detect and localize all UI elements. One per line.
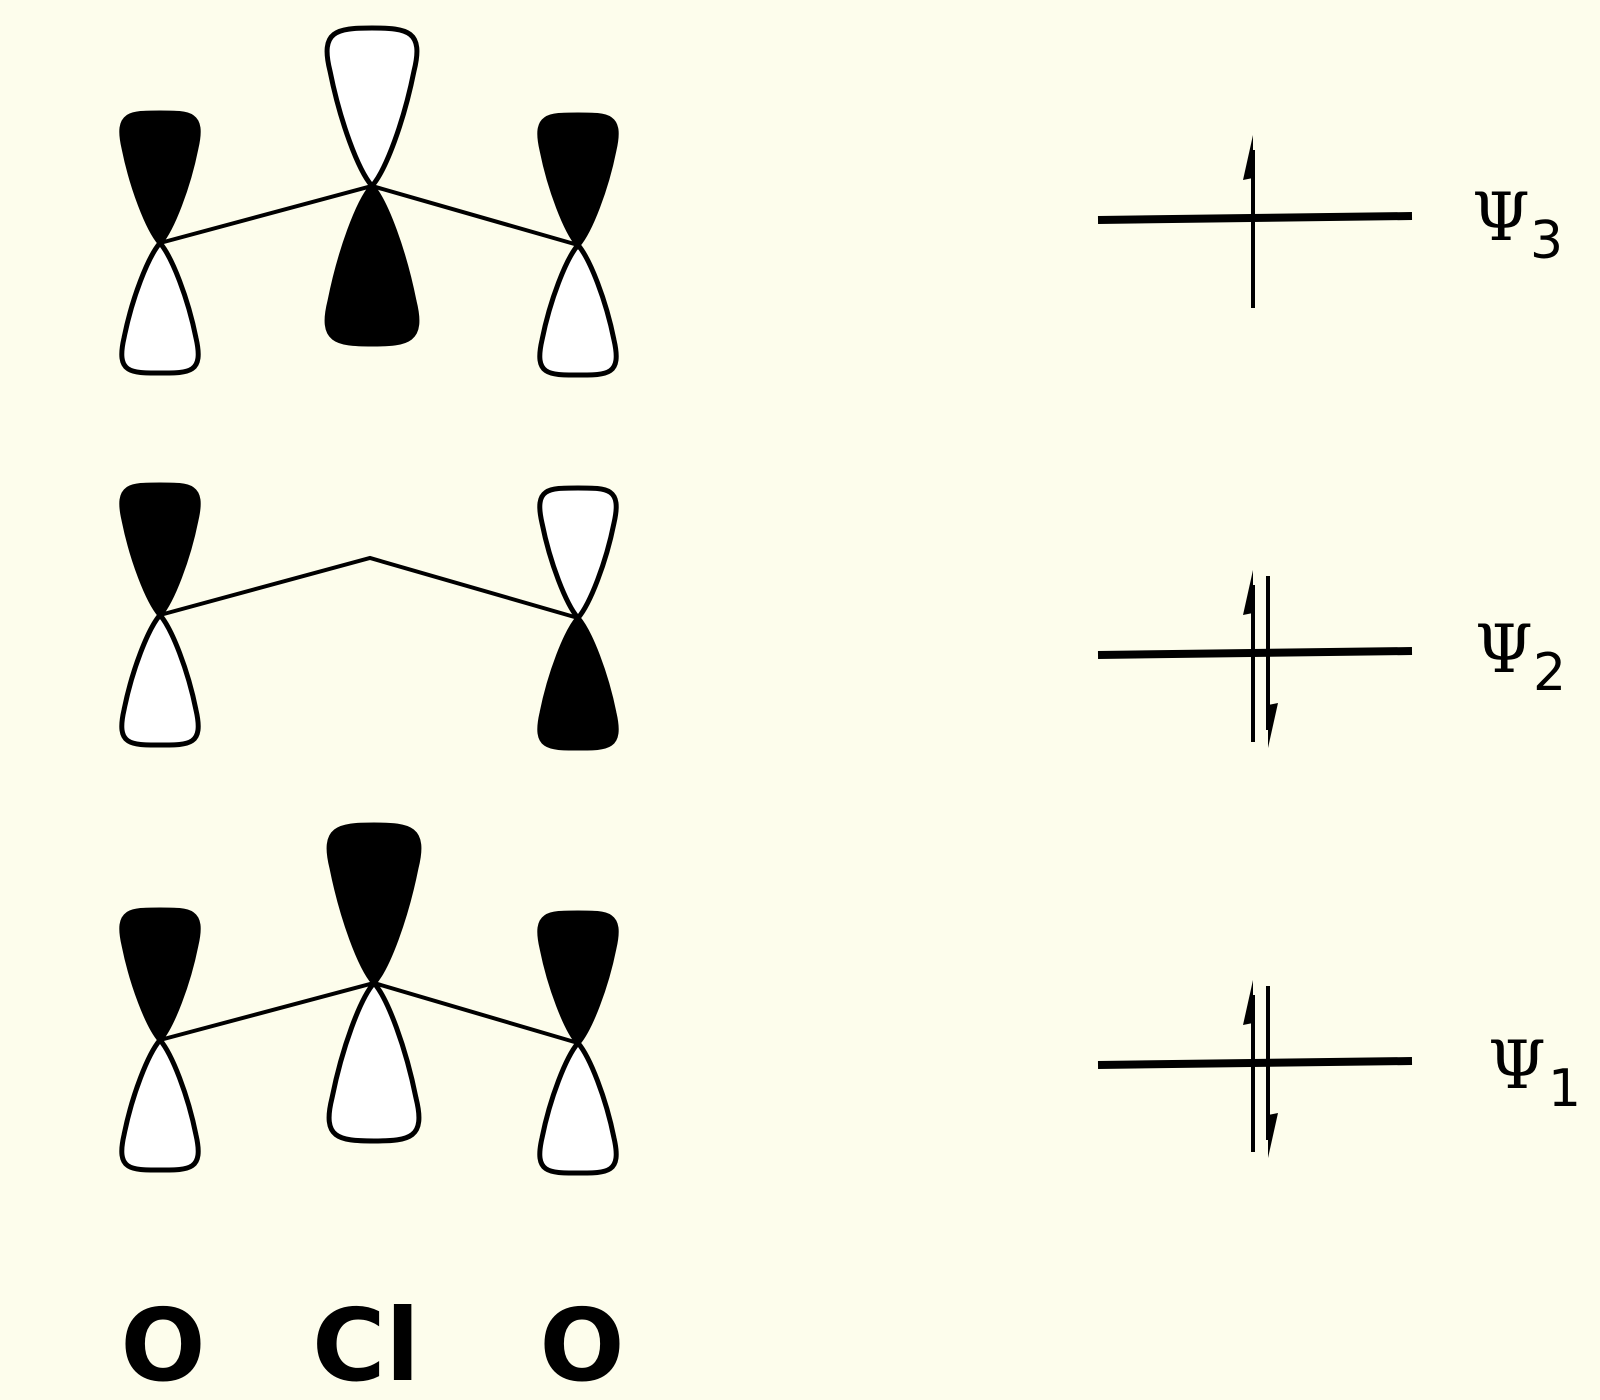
psi2-bond — [158, 555, 580, 620]
psi2-spin-up-arrow — [1243, 570, 1255, 742]
psi3-o1-top-lobe — [122, 113, 198, 243]
psi1-spin-down-arrow — [1266, 986, 1278, 1158]
psi2-energy-level — [1097, 570, 1413, 748]
psi3-orbital-drawing — [122, 28, 616, 375]
psi3-subscript: 3 — [1530, 211, 1563, 271]
psi1-energy-level — [1097, 980, 1413, 1158]
atom-label-oxygen-left: O — [120, 1287, 205, 1400]
psi1-label: Ψ 1 — [1488, 1027, 1581, 1119]
psi1-spin-up-arrow — [1243, 980, 1255, 1152]
atom-label-oxygen-right: O — [539, 1287, 624, 1400]
psi2-symbol: Ψ — [1475, 611, 1533, 688]
psi3-o1-bottom-lobe — [122, 243, 198, 373]
psi2-label: Ψ 2 — [1475, 611, 1566, 703]
psi1-o1-top-lobe — [122, 910, 198, 1040]
psi1-o2-bottom-lobe — [540, 1043, 616, 1173]
psi2-subscript: 2 — [1533, 643, 1566, 703]
psi1-o1-bottom-lobe — [122, 1040, 198, 1170]
psi1-o2-top-lobe — [540, 913, 616, 1043]
psi1-cl-bottom-lobe — [329, 983, 419, 1141]
psi3-o2-top-lobe — [540, 115, 616, 245]
psi3-label: Ψ 3 — [1472, 179, 1563, 271]
psi1-subscript: 1 — [1548, 1059, 1581, 1119]
psi2-o1-top-lobe — [122, 485, 198, 615]
psi2-o2-bottom-lobe — [540, 618, 616, 748]
psi2-o1-bottom-lobe — [122, 615, 198, 745]
psi2-spin-down-arrow — [1266, 576, 1278, 748]
atom-label-chlorine: Cl — [312, 1287, 420, 1400]
psi1-symbol: Ψ — [1488, 1027, 1546, 1104]
psi1-orbital-drawing — [122, 825, 616, 1173]
psi3-cl-top-lobe — [327, 28, 417, 186]
psi2-orbital-drawing — [122, 485, 616, 748]
psi3-cl-bottom-lobe — [327, 186, 417, 344]
psi3-symbol: Ψ — [1472, 179, 1530, 256]
psi1-cl-top-lobe — [329, 825, 419, 983]
psi3-o2-bottom-lobe — [540, 245, 616, 375]
psi3-energy-level — [1097, 135, 1413, 308]
psi3-spin-up-arrow — [1243, 135, 1255, 308]
psi2-o2-top-lobe — [540, 488, 616, 618]
